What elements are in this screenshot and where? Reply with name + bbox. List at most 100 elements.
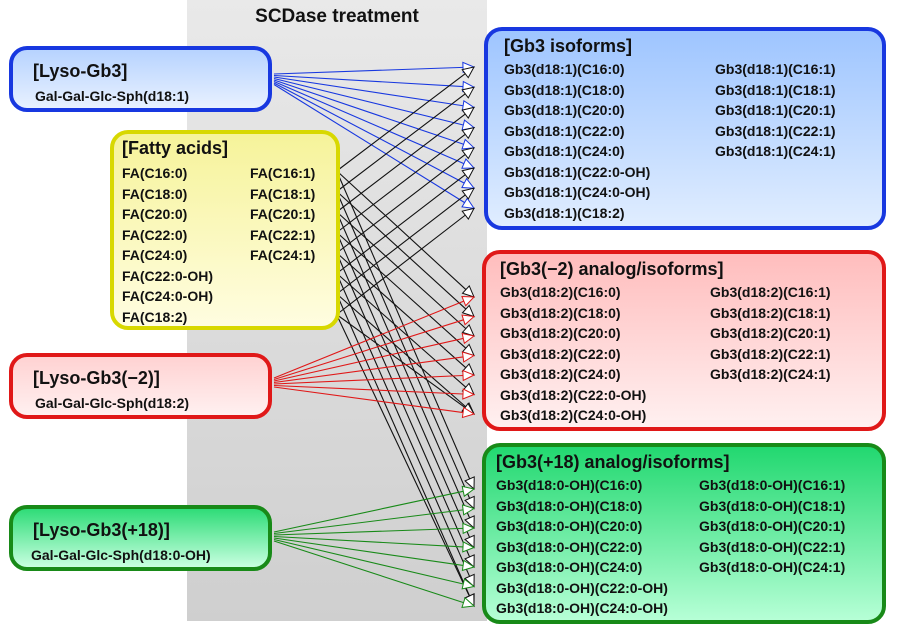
green-arrow-head (462, 541, 476, 553)
blue-arrow-head (461, 197, 476, 210)
black-arrow-head (461, 167, 475, 180)
blue-arrow-line (273, 77, 464, 126)
list-item: Gb3(d18:1)(C24:1) (715, 143, 836, 159)
blue-arrow-head (461, 158, 476, 169)
blue-arrow-head (461, 177, 476, 189)
gb3-plus18-isoforms-col1: Gb3(d18:0-OH)(C16:0) Gb3(d18:0-OH)(C18:0… (496, 475, 668, 619)
green-arrow-line (273, 540, 464, 604)
black-arrow-line (337, 274, 467, 388)
green-arrow-line (273, 509, 464, 535)
list-item: Gb3(d18:0-OH)(C20:1) (699, 518, 846, 534)
list-item: Gb3(d18:1)(C20:1) (715, 102, 836, 118)
gb3-isoforms-box: [Gb3 isoforms] Gb3(d18:1)(C16:0) Gb3(d18… (484, 27, 886, 230)
list-item: Gb3(d18:2)(C24:1) (710, 366, 831, 382)
list-item: Gb3(d18:1)(C16:0) (504, 61, 625, 77)
black-arrow-line (337, 255, 471, 558)
list-item: Gb3(d18:0-OH)(C24:0-OH) (496, 600, 668, 616)
black-arrow-line (337, 154, 466, 253)
black-arrow-head (464, 515, 475, 530)
red-arrow-head (461, 351, 476, 363)
green-arrow-line (273, 535, 464, 548)
green-arrow-line (273, 527, 464, 536)
list-item: FA(C24:1) (250, 247, 316, 263)
list-item: FA(C20:1) (250, 206, 316, 222)
red-arrow-head (462, 369, 476, 382)
list-item: Gb3(d18:1)(C22:1) (715, 122, 836, 139)
list-item: Gb3(d18:2)(C18:0) (500, 304, 621, 321)
list-item: Gb3(d18:1)(C24:0-OH) (504, 184, 651, 200)
green-arrow-head (461, 559, 476, 572)
list-item: Gb3(d18:0-OH)(C24:1) (699, 559, 846, 575)
list-item: FA(C22:0-OH) (122, 267, 214, 284)
list-item: FA(C22:0) (122, 226, 188, 243)
black-arrow-head (464, 495, 475, 510)
lyso-gb3-title: [Lyso-Gb3] (33, 61, 128, 81)
list-item: Gb3(d18:0-OH)(C18:0) (496, 497, 643, 514)
red-arrow-line (273, 386, 464, 414)
red-arrow-head (461, 332, 476, 345)
list-item: Gb3(d18:1)(C24:0) (504, 143, 625, 159)
gb3-plus18-isoforms-col2: Gb3(d18:0-OH)(C16:1) Gb3(d18:0-OH)(C18:1… (699, 475, 845, 578)
red-arrow-line (273, 319, 464, 381)
red-arrow-head (462, 388, 476, 400)
list-item: Gb3(d18:1)(C18:1) (715, 81, 836, 98)
red-arrow-line (273, 384, 464, 395)
black-arrow-line (337, 233, 467, 349)
black-arrow-line (337, 194, 466, 294)
black-arrow-line (337, 192, 467, 310)
gb3-minus2-isoforms-box: [Gb3(−2) analog/isoforms] Gb3(d18:2)(C16… (482, 250, 886, 431)
red-arrow-head (461, 406, 476, 419)
black-arrow-head (461, 324, 475, 337)
list-item: Gb3(d18:0-OH)(C16:0) (496, 477, 643, 493)
lyso-gb3-box: [Lyso-Gb3] Gal-Gal-Glc-Sph(d18:1) (9, 46, 272, 112)
black-arrow-head (461, 86, 475, 99)
black-arrow-line (337, 276, 471, 577)
black-arrow-line (337, 214, 466, 314)
fatty-acids-title: [Fatty acids] (122, 138, 229, 158)
blue-arrow-line (273, 80, 465, 165)
green-arrow-line (273, 537, 464, 566)
black-arrow-line (337, 174, 466, 273)
list-item: Gb3(d18:2)(C16:1) (710, 284, 831, 300)
blue-arrow-line (273, 82, 465, 184)
list-item: FA(C24:0-OH) (122, 288, 214, 304)
list-item: Gb3(d18:2)(C20:0) (500, 325, 621, 341)
list-item: Gb3(d18:2)(C20:1) (710, 325, 831, 341)
green-arrow-line (273, 490, 464, 533)
list-item: Gb3(d18:2)(C18:1) (710, 304, 831, 321)
list-item: Gb3(d18:1)(C20:0) (504, 102, 625, 118)
black-arrow-head (461, 187, 475, 200)
green-arrow-head (461, 485, 476, 498)
black-arrow-head (461, 284, 475, 298)
list-item: Gb3(d18:0-OH)(C18:1) (699, 497, 846, 514)
list-item: Gb3(d18:2)(C22:0-OH) (500, 386, 647, 403)
list-item: Gb3(d18:0-OH)(C22:0-OH) (496, 579, 668, 596)
list-item: Gb3(d18:1)(C22:0-OH) (504, 163, 651, 180)
gb3-minus2-isoforms-title: [Gb3(−2) analog/isoforms] (500, 259, 724, 279)
list-item: Gb3(d18:0-OH)(C22:1) (699, 538, 846, 555)
list-item: Gb3(d18:1)(C22:0) (504, 122, 625, 139)
list-item: Gb3(d18:2)(C22:1) (710, 345, 831, 362)
gb3-isoforms-col1: Gb3(d18:1)(C16:0) Gb3(d18:1)(C18:0) Gb3(… (504, 59, 650, 223)
black-arrow-head (461, 66, 475, 79)
fatty-acids-col1: FA(C16:0) FA(C18:0) FA(C20:0) FA(C22:0) … (122, 163, 213, 327)
list-item: Gb3(d18:2)(C24:0) (500, 366, 621, 382)
black-arrow-head (461, 147, 475, 160)
lyso-gb3-minus2-box: [Lyso-Gb3(−2)] Gal-Gal-Glc-Sph(d18:2) (9, 353, 272, 419)
green-arrow-line (273, 538, 464, 585)
black-arrow-head (464, 534, 475, 549)
list-item: Gb3(d18:1)(C16:1) (715, 61, 836, 77)
red-arrow-head (461, 314, 476, 326)
list-item: Gb3(d18:1)(C18:0) (504, 81, 625, 98)
black-arrow-head (464, 476, 475, 491)
list-item: Gb3(d18:2)(C24:0-OH) (500, 407, 647, 423)
blue-arrow-line (273, 76, 464, 107)
black-arrow-line (337, 133, 466, 232)
blue-arrow-line (273, 74, 464, 88)
list-item: Gb3(d18:2)(C22:0) (500, 345, 621, 362)
lyso-gb3-plus18-box: [Lyso-Gb3(+18)] Gal-Gal-Glc-Sph(d18:0-OH… (9, 505, 272, 571)
blue-arrow-line (273, 79, 464, 145)
list-item: Gb3(d18:0-OH)(C22:0) (496, 538, 643, 555)
list-item: FA(C16:1) (250, 165, 316, 181)
